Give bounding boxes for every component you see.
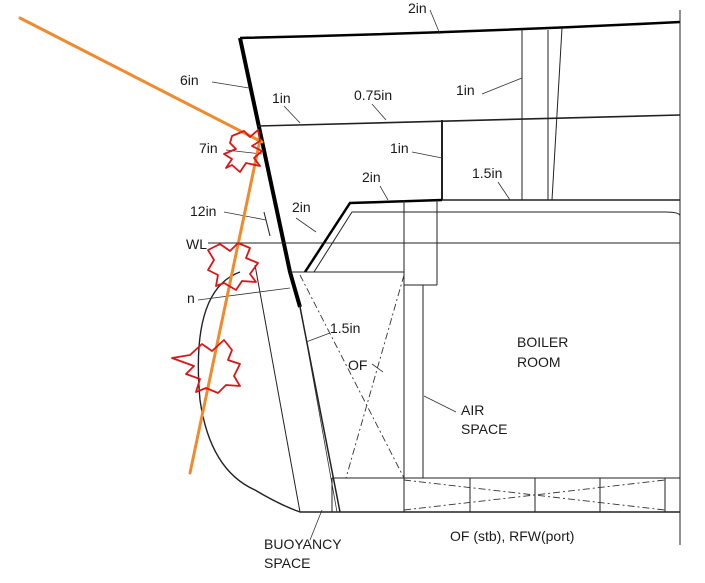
inner-hull-line-1 (254, 264, 301, 513)
of-cross-1 (299, 274, 405, 479)
label-air-1: AIR (461, 402, 484, 418)
leader-bulkhead (411, 151, 443, 159)
label-waterline: WL (186, 236, 207, 252)
leader-deck-top (429, 9, 441, 35)
leader-deck2-right (481, 77, 523, 95)
leader-slope (295, 217, 317, 233)
side-tick-12 (263, 211, 271, 237)
label-boiler-2: ROOM (517, 354, 561, 370)
db-cross-2 (403, 479, 666, 511)
third-deck-line (303, 198, 443, 273)
orange-annotation-line-2 (188, 138, 262, 475)
label-deck2-mid: 0.75in (354, 87, 392, 103)
label-of: OF (348, 357, 367, 373)
leader-deck3-left (379, 185, 389, 201)
label-deck2-right: 1in (456, 82, 475, 98)
red-damage-mark-3 (171, 339, 241, 394)
label-air-2: SPACE (461, 421, 507, 437)
label-boiler-1: BOILER (517, 334, 568, 350)
second-deck-line (257, 114, 681, 127)
label-buoyancy-1: BUOYANCY (264, 536, 342, 552)
orange-annotation-line-1 (18, 16, 264, 144)
leader-deck2-mid (371, 103, 387, 121)
red-damage-mark-1 (223, 129, 263, 173)
of-cross-2 (345, 274, 405, 479)
inner-hull-line-3 (299, 306, 341, 513)
leader-inner (305, 332, 331, 343)
label-deck3-left: 2in (362, 169, 381, 185)
leader-of (371, 363, 384, 373)
label-buoyancy-2: SPACE (264, 555, 310, 571)
dimension-labels: 2in 6in 1in 0.75in 1in 7in 1in 2in 1.5in… (180, 0, 574, 571)
label-side-upper: 6in (180, 72, 199, 88)
third-deck-inner-curve (313, 211, 681, 273)
label-side-7: 7in (199, 140, 218, 156)
label-deck-top: 2in (408, 0, 427, 16)
leader-deck3-right (497, 181, 511, 201)
red-damage-mark-2 (207, 242, 259, 291)
label-inner: 1.5in (330, 320, 360, 336)
leader-buoyancy (309, 509, 323, 541)
hull-structure (197, 10, 681, 545)
hull-bottom-curve (197, 271, 680, 513)
upper-vertical-3 (551, 27, 563, 201)
side-shell-upper (238, 37, 302, 308)
label-deck2-left: 1in (272, 90, 291, 106)
leader-side-n (197, 287, 291, 301)
top-deck-line (239, 20, 681, 40)
label-bulkhead: 1in (390, 140, 409, 156)
leader-side-upper (211, 81, 250, 89)
leader-lines (197, 9, 523, 541)
label-side-12: 12in (190, 203, 216, 219)
hand-annotations (18, 16, 264, 475)
leader-air (423, 395, 457, 413)
label-side-n: n (187, 290, 195, 306)
label-bottom: OF (stb), RFW(port) (450, 528, 574, 544)
label-slope: 2in (292, 199, 311, 215)
leader-deck2-left (283, 105, 301, 124)
label-deck3-right: 1.5in (472, 165, 502, 181)
